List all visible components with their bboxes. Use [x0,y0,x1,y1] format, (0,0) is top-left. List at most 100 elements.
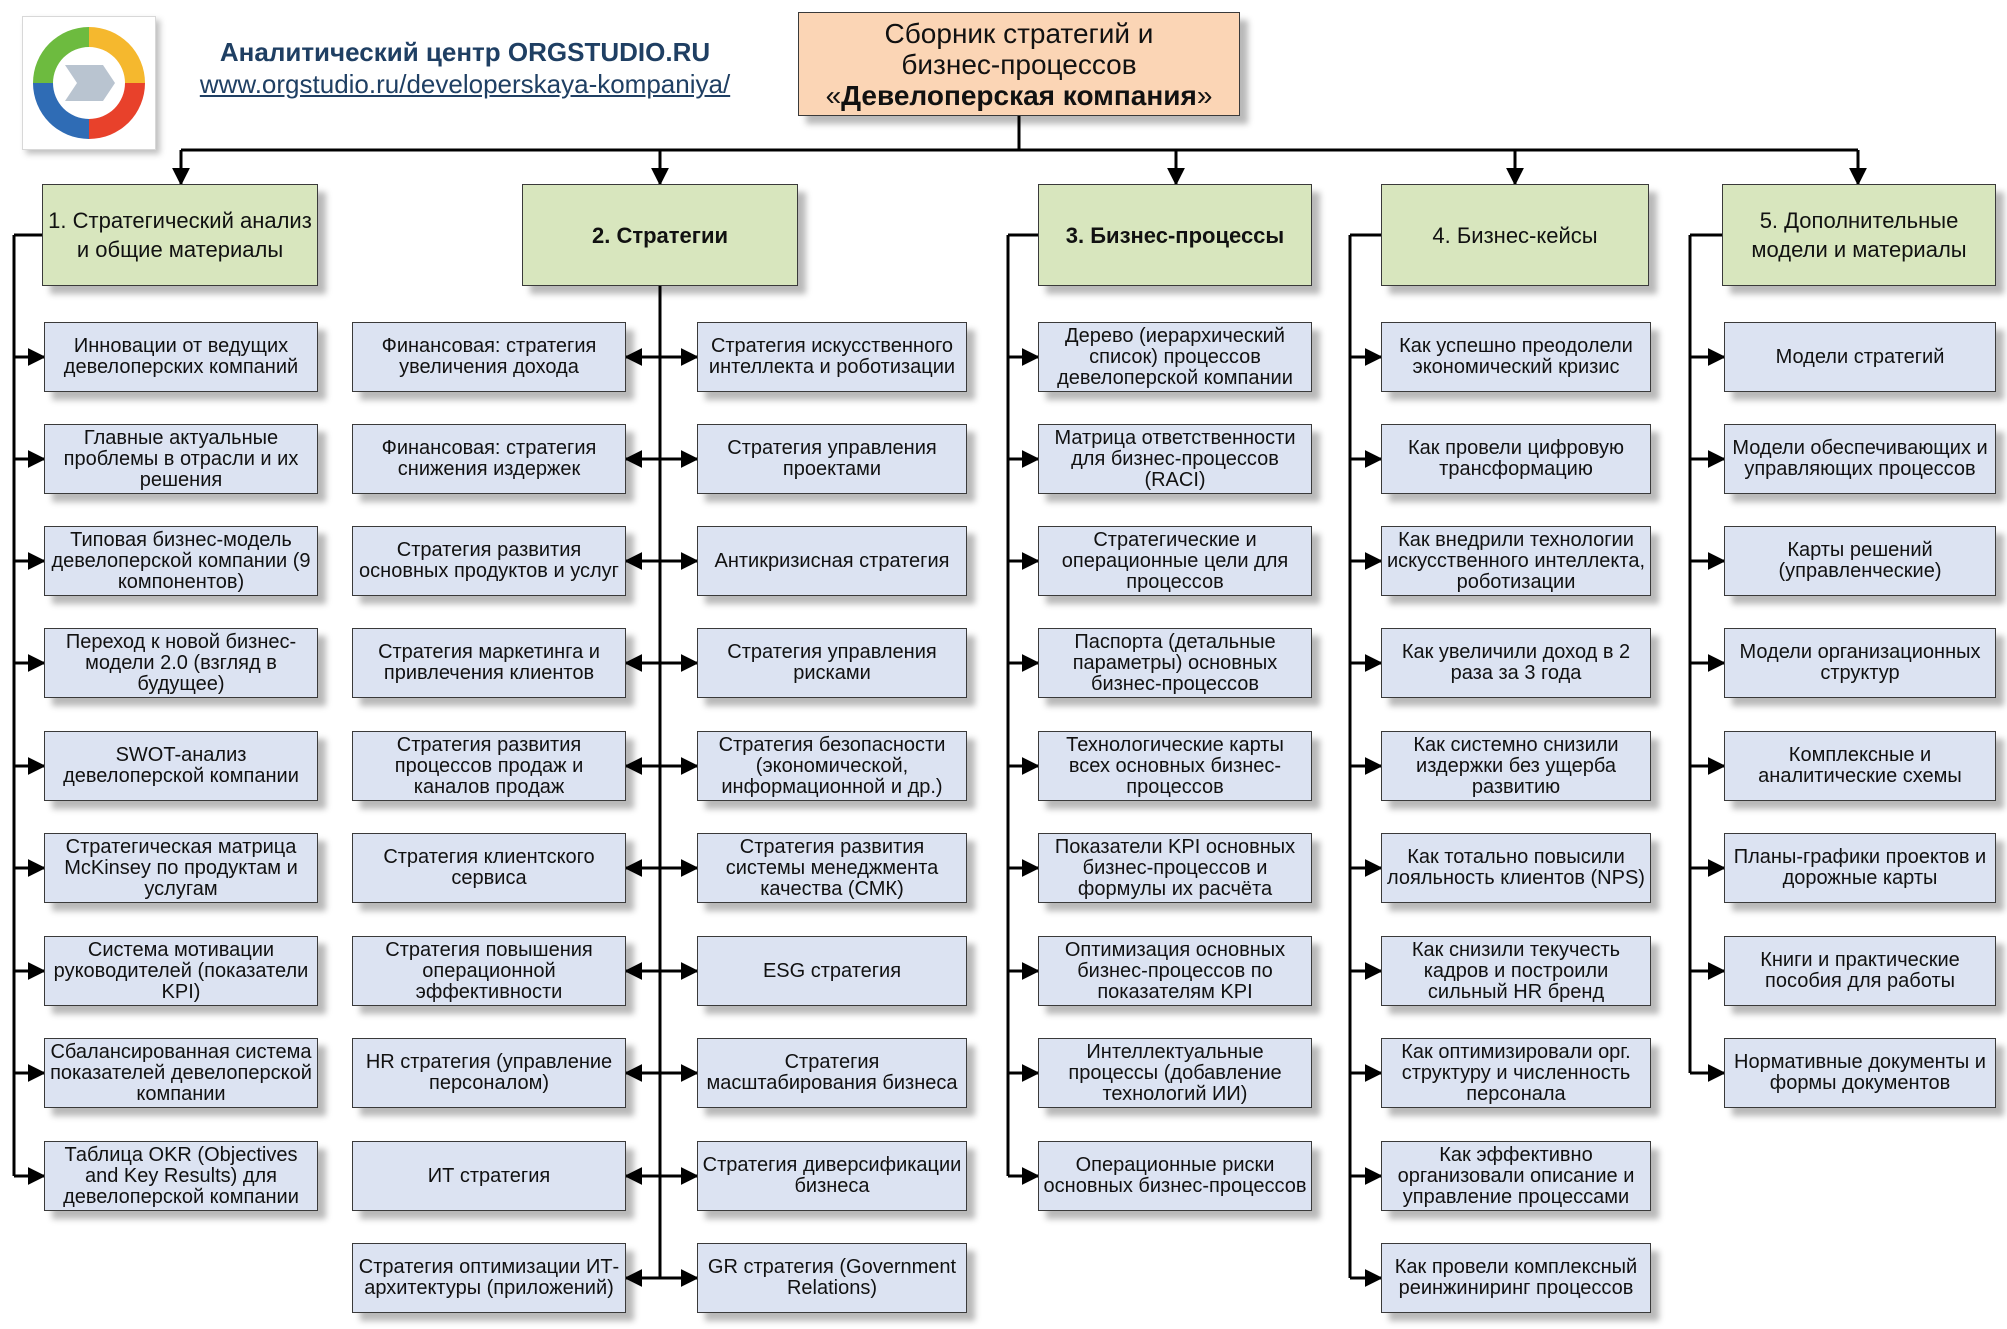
col1-item-9-label: Таблица OKR (Objectives and Key Results)… [63,1143,299,1208]
root-title-box: Сборник стратегий и бизнес-процессов «Де… [798,12,1240,116]
col3-item-7-label: Оптимизация основных бизнес-процессов по… [1064,938,1286,1003]
col5-item-3-label: Карты решений (управленческие) [1778,539,1942,582]
col2-right-item-4[interactable]: Стратегия управления рисками [697,628,967,698]
col4-item-6[interactable]: Как тотально повысили лояльность клиенто… [1381,833,1651,903]
site-link[interactable]: www.orgstudio.ru/developerskaya-kompaniy… [199,69,731,99]
col1-item-7-label: Система мотивации руководителей (показат… [53,938,309,1003]
col1-item-6[interactable]: Стратегическая матрица McKinsey по проду… [44,833,318,903]
col2-right-item-7[interactable]: ESG стратегия [697,936,967,1006]
col4-item-9[interactable]: Как эффективно организовали описание и у… [1381,1141,1651,1211]
col2-left-item-10[interactable]: Стратегия оптимизации ИТ-архитектуры (пр… [352,1243,626,1313]
col3-item-3[interactable]: Стратегические и операционные цели для п… [1038,526,1312,596]
col3-item-2[interactable]: Матрица ответственности для бизнес-проце… [1038,424,1312,494]
col3-item-6[interactable]: Показатели KPI основных бизнес-процессов… [1038,833,1312,903]
col2-left-item-5[interactable]: Стратегия развития процессов продаж и ка… [352,731,626,801]
col5-item-8-label: Нормативные документы и формы документов [1734,1051,1986,1094]
col2-left-item-10-label: Стратегия оптимизации ИТ-архитектуры (пр… [358,1256,620,1299]
col1-item-9[interactable]: Таблица OKR (Objectives and Key Results)… [44,1141,318,1211]
col5-item-2-label: Модели обеспечивающих и управляющих проц… [1732,437,1988,480]
category-1-box[interactable]: 1. Стратегический анализ и общие материа… [42,184,318,286]
col4-item-10-label: Как провели комплексный реинжиниринг про… [1394,1256,1638,1299]
col4-item-3[interactable]: Как внедрили технологии искусственного и… [1381,526,1651,596]
col4-item-10[interactable]: Как провели комплексный реинжиниринг про… [1381,1243,1651,1313]
col2-left-item-4[interactable]: Стратегия маркетинга и привлечения клиен… [352,628,626,698]
col2-right-item-3[interactable]: Антикризисная стратегия [697,526,967,596]
col4-item-4[interactable]: Как увеличили доход в 2 раза за 3 года [1381,628,1651,698]
category-3-box[interactable]: 3. Бизнес-процессы [1038,184,1312,286]
col2-left-item-7[interactable]: Стратегия повышения операционной эффекти… [352,936,626,1006]
col5-item-4[interactable]: Модели организационных структур [1724,628,1996,698]
col2-left-item-9-label: ИТ стратегия [427,1164,551,1187]
col1-item-2[interactable]: Главные актуальные проблемы в отрасли и … [44,424,318,494]
col1-item-6-label: Стратегическая матрица McKinsey по проду… [64,835,298,900]
col5-item-1[interactable]: Модели стратегий [1724,322,1996,392]
col3-item-1[interactable]: Дерево (иерархический список) процессов … [1038,322,1312,392]
col2-left-item-6[interactable]: Стратегия клиентского сервиса [352,833,626,903]
col2-right-item-1-label: Стратегия искусственного интеллекта и ро… [708,335,956,378]
col2-left-item-2[interactable]: Финансовая: стратегия снижения издержек [352,424,626,494]
col4-item-7-label: Как снизили текучесть кадров и построили… [1411,938,1621,1003]
col2-right-item-2[interactable]: Стратегия управления проектами [697,424,967,494]
col2-left-item-4-label: Стратегия маркетинга и привлечения клиен… [378,641,600,684]
col3-item-5[interactable]: Технологические карты всех основных бизн… [1038,731,1312,801]
col3-item-8[interactable]: Интеллектуальные процессы (добавление те… [1038,1038,1312,1108]
col5-item-5[interactable]: Комплексные и аналитические схемы [1724,731,1996,801]
col1-item-2-label: Главные актуальные проблемы в отрасли и … [63,426,299,491]
col1-item-1[interactable]: Инновации от ведущих девелоперских компа… [44,322,318,392]
col2-left-item-3-label: Стратегия развития основных продуктов и … [359,539,619,582]
col2-right-item-9[interactable]: Стратегия диверсификации бизнеса [697,1141,967,1211]
col5-item-7-label: Книги и практические пособия для работы [1760,949,1960,992]
col1-item-1-label: Инновации от ведущих девелоперских компа… [63,335,299,378]
col2-right-item-5[interactable]: Стратегия безопасности (экономической, и… [697,731,967,801]
col4-item-7[interactable]: Как снизили текучесть кадров и построили… [1381,936,1651,1006]
col5-item-5-label: Комплексные и аналитические схемы [1758,744,1962,787]
col5-item-7[interactable]: Книги и практические пособия для работы [1724,936,1996,1006]
col3-item-1-label: Дерево (иерархический список) процессов … [1057,324,1293,389]
col4-item-8[interactable]: Как оптимизировали орг. структуру и числ… [1381,1038,1651,1108]
col3-item-9[interactable]: Операционные риски основных бизнес-проце… [1038,1141,1312,1211]
col5-item-6[interactable]: Планы-графики проектов и дорожные карты [1724,833,1996,903]
col4-item-5[interactable]: Как системно снизили издержки без ущерба… [1381,731,1651,801]
col5-item-2[interactable]: Модели обеспечивающих и управляющих проц… [1724,424,1996,494]
col1-item-4[interactable]: Переход к новой бизнес-модели 2.0 (взгля… [44,628,318,698]
col1-item-8[interactable]: Сбалансированная система показателей дев… [44,1038,318,1108]
col2-left-item-9[interactable]: ИТ стратегия [352,1141,626,1211]
col5-item-6-label: Планы-графики проектов и дорожные карты [1733,846,1987,889]
col2-left-item-3[interactable]: Стратегия развития основных продуктов и … [352,526,626,596]
col1-item-7[interactable]: Система мотивации руководителей (показат… [44,936,318,1006]
col5-item-8[interactable]: Нормативные документы и формы документов [1724,1038,1996,1108]
col5-item-3[interactable]: Карты решений (управленческие) [1724,526,1996,596]
category-2-title: 2. Стратегии [591,222,729,248]
root-line-1: Сборник стратегий и [884,17,1154,49]
col4-item-2[interactable]: Как провели цифровую трансформацию [1381,424,1651,494]
col4-item-4-label: Как увеличили доход в 2 раза за 3 года [1401,641,1631,684]
col2-right-item-8-label: Стратегия масштабирования бизнеса [706,1051,958,1094]
col1-item-5[interactable]: SWOT-анализ девелоперской компании [44,731,318,801]
col2-left-item-8[interactable]: HR стратегия (управление персоналом) [352,1038,626,1108]
col3-item-7[interactable]: Оптимизация основных бизнес-процессов по… [1038,936,1312,1006]
col3-item-2-label: Матрица ответственности для бизнес-проце… [1054,426,1296,491]
root-line-2: бизнес-процессов [901,48,1137,80]
col5-item-1-label: Модели стратегий [1775,345,1945,368]
col3-item-8-label: Интеллектуальные процессы (добавление те… [1068,1040,1282,1105]
org-name: Аналитический центр ORGSTUDIO.RU [219,37,711,67]
col3-item-4[interactable]: Паспорта (детальные параметры) основных … [1038,628,1312,698]
col3-item-3-label: Стратегические и операционные цели для п… [1061,528,1289,593]
col4-item-6-label: Как тотально повысили лояльность клиенто… [1387,846,1645,889]
col2-left-item-1[interactable]: Финансовая: стратегия увеличения дохода [352,322,626,392]
category-2-box[interactable]: 2. Стратегии [522,184,798,286]
category-4-box[interactable]: 4. Бизнес-кейсы [1381,184,1649,286]
col4-item-1[interactable]: Как успешно преодолели экономический кри… [1381,322,1651,392]
col2-right-item-6[interactable]: Стратегия развития системы менеджмента к… [697,833,967,903]
root-quote-close: » [1196,79,1213,111]
col2-right-item-1[interactable]: Стратегия искусственного интеллекта и ро… [697,322,967,392]
category-5-box[interactable]: 5. Дополнительные модели и материалы [1722,184,1996,286]
col2-right-item-10[interactable]: GR стратегия (Government Relations) [697,1243,967,1313]
root-title-bold: Девелоперская компания [841,79,1197,111]
col1-item-4-label: Переход к новой бизнес-модели 2.0 (взгля… [65,630,297,695]
col2-right-item-6-label: Стратегия развития системы менеджмента к… [725,835,939,900]
col4-item-5-label: Как системно снизили издержки без ущерба… [1413,733,1619,798]
col2-right-item-8[interactable]: Стратегия масштабирования бизнеса [697,1038,967,1108]
col1-item-3[interactable]: Типовая бизнес-модель девелоперской комп… [44,526,318,596]
